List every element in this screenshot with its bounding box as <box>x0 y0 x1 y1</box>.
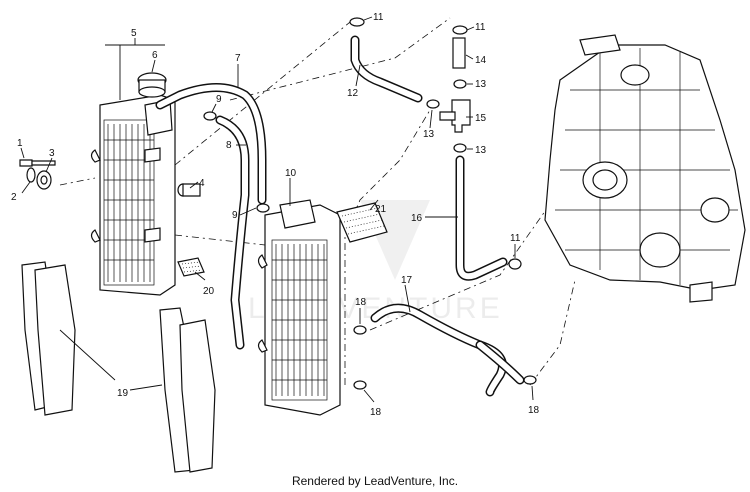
callout-13-left: 13 <box>423 129 435 140</box>
right-radiator <box>257 199 341 416</box>
hose-clamps <box>203 17 537 390</box>
callout-labels: 1 2 3 4 5 6 7 8 9 9 10 11 11 11 12 13 13… <box>11 12 540 418</box>
callout-4: 4 <box>199 178 205 189</box>
assembly-lines <box>59 17 576 386</box>
callout-11-right: 11 <box>475 22 486 33</box>
callout-18-right: 18 <box>528 405 540 416</box>
radiator-cap <box>137 72 167 98</box>
lower-hose <box>370 303 525 397</box>
callout-12: 12 <box>347 88 359 99</box>
callout-2: 2 <box>11 192 17 203</box>
callout-18-lower: 18 <box>370 407 382 418</box>
callout-21: 21 <box>375 204 387 215</box>
callout-16: 16 <box>411 213 423 224</box>
mounting-hardware <box>19 159 201 197</box>
callout-7: 7 <box>235 53 241 64</box>
callout-6: 6 <box>152 50 158 61</box>
upper-hose <box>350 35 423 103</box>
callout-3: 3 <box>49 148 55 159</box>
overflow-hoses <box>155 83 267 350</box>
callout-1: 1 <box>17 138 23 149</box>
callout-5: 5 <box>131 28 137 39</box>
callout-9-upper: 9 <box>216 94 222 105</box>
left-radiator <box>90 94 176 296</box>
thermostat-tee-assembly <box>439 37 508 281</box>
callout-10: 10 <box>285 168 297 179</box>
callout-8: 8 <box>226 140 232 151</box>
callout-11-left: 11 <box>373 12 384 23</box>
foam-pads <box>177 202 388 277</box>
callout-13-lower: 13 <box>475 145 487 156</box>
credit-line: Rendered by LeadVenture, Inc. <box>291 474 459 488</box>
callout-11-engine: 11 <box>510 233 521 244</box>
callout-13-upper: 13 <box>475 79 487 90</box>
callout-14: 14 <box>475 55 487 66</box>
callout-18-upper: 18 <box>355 297 367 308</box>
leader-lines <box>20 16 534 403</box>
callout-15: 15 <box>475 113 487 124</box>
radiator-shrouds <box>21 261 216 473</box>
callout-17: 17 <box>401 275 413 286</box>
callout-20: 20 <box>203 286 215 297</box>
engine-assembly <box>544 34 746 303</box>
callout-19: 19 <box>117 388 129 399</box>
callout-9-lower: 9 <box>232 210 238 221</box>
